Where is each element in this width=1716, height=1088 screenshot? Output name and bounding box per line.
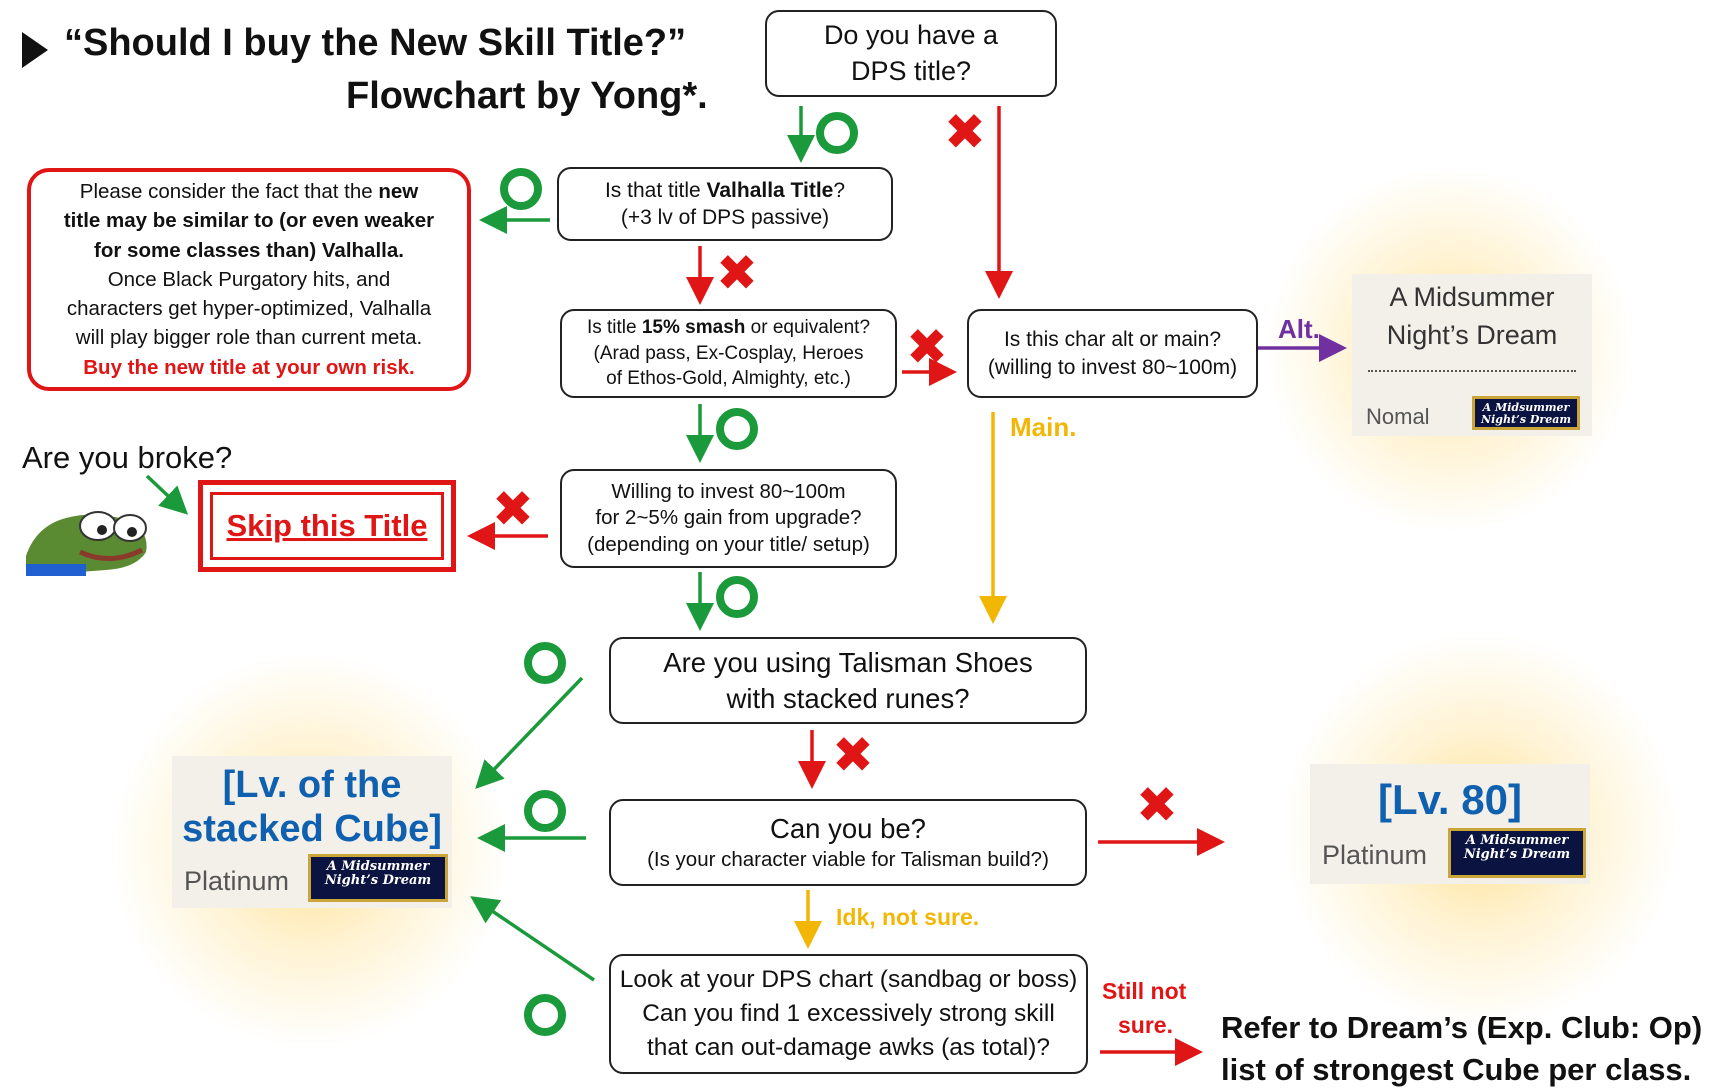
label-main: Main.: [1010, 412, 1077, 442]
node-valhalla-l1: Is that title Valhalla Title?: [605, 177, 845, 204]
tag-text2: Night’s Dream: [324, 872, 432, 888]
warning-l2: title may be similar to (or even weaker: [63, 209, 435, 233]
node-valhalla-l2: (+3 lv of DPS passive): [620, 206, 830, 229]
warning-l7: Buy the new title at your own risk.: [83, 355, 415, 379]
tag-text2: Night’s Dream: [1481, 412, 1571, 426]
warning-l1-pre: Please consider the fact that the: [79, 179, 379, 203]
warning-l1-bold: new: [378, 179, 419, 203]
node-dps-chart-l3: that can out-damage awks (as total)?: [646, 1033, 1051, 1061]
card-stacked-cube: [Lv. of the stacked Cube] Platinum A Mid…: [172, 756, 452, 908]
node-smash-l1: Is title 15% smash or equivalent?: [587, 315, 870, 341]
arrow-chart-yes: [470, 896, 595, 982]
yes-marker-7: [524, 994, 566, 1036]
node-alt-main-l2: (willing to invest 80~100m): [987, 355, 1238, 379]
node-invest-l2: for 2~5% gain from upgrade?: [595, 506, 862, 530]
yes-marker-3: [716, 408, 758, 450]
card-title-name2: Night’s Dream: [1386, 320, 1558, 350]
yes-marker-6: [524, 790, 566, 832]
label-idk: Idk, not sure.: [836, 904, 980, 930]
node-invest-l3: (depending on your title/ setup): [587, 532, 870, 556]
warning-l5: characters get hyper-optimized, Valhalla: [66, 297, 432, 321]
warning-l3: for some classes than) Valhalla.: [94, 238, 404, 262]
valhalla-bold: Valhalla Title: [706, 178, 834, 202]
no-marker-3: ✖: [906, 319, 948, 375]
tag-text1: A Midsummer: [1482, 401, 1570, 414]
yes-marker-1: [816, 112, 858, 154]
card-normal-title: A Midsummer Night’s Dream Nomal A Midsum…: [1352, 274, 1592, 436]
card-lv-line2: stacked Cube]: [182, 808, 442, 850]
label-alt: Alt.: [1278, 314, 1320, 344]
card-grade-platinum: Platinum: [1322, 840, 1428, 870]
node-can-you-be: Can you be? (Is your character viable fo…: [609, 799, 1087, 886]
are-you-broke-text: Are you broke?: [22, 440, 233, 475]
title-marker: [22, 32, 48, 68]
valhalla-post: ?: [833, 178, 846, 202]
node-dps-chart-l1: Look at your DPS chart (sandbag or boss): [619, 966, 1078, 994]
final-line1: Refer to Dream’s (Exp. Club: Op): [1221, 1010, 1703, 1045]
arrow-broke: [145, 474, 189, 515]
skip-title-inner: [210, 492, 444, 560]
node-invest: Willing to invest 80~100m for 2~5% gain …: [560, 469, 897, 568]
node-dps-chart-l2: Can you find 1 excessively strong skill: [642, 1000, 1055, 1028]
card-title-name1: A Midsummer: [1389, 282, 1555, 312]
smash-post: or equivalent?: [745, 317, 871, 339]
warning-l1: Please consider the fact that the new: [80, 177, 418, 206]
arrow-talisman-yes: [475, 676, 584, 790]
node-smash: Is title 15% smash or equivalent? (Arad …: [560, 309, 897, 398]
node-dps-chart: Look at your DPS chart (sandbag or boss)…: [609, 954, 1088, 1074]
node-dps-title-l2: DPS title?: [850, 55, 972, 86]
title-line1: “Should I buy the New Skill Title?”: [64, 22, 687, 64]
tag-text1: A Midsummer: [326, 859, 430, 874]
no-marker-2: ✖: [716, 245, 758, 301]
node-talisman-l2: with stacked runes?: [726, 682, 970, 714]
frog-icon: [26, 486, 150, 576]
card-grade-platinum: Platinum: [184, 866, 290, 896]
card-grade-nomal: Nomal: [1366, 404, 1430, 429]
node-can-you-be-l2: (Is your character viable for Talisman b…: [647, 848, 1049, 872]
node-dps-title-l1: Do you have a: [823, 20, 999, 51]
warning-box: Please consider the fact that the new ti…: [27, 168, 471, 391]
title-line2: Flowchart by Yong*.: [346, 75, 708, 117]
no-marker-6: ✖: [1136, 777, 1178, 833]
tag-text1: A Midsummer: [1465, 833, 1569, 848]
warning-l6: will play bigger role than current meta.: [75, 326, 423, 350]
smash-pre: Is title: [586, 317, 642, 339]
node-invest-l1: Willing to invest 80~100m: [611, 479, 846, 503]
no-marker-4: ✖: [492, 481, 534, 537]
card-divider: [1368, 370, 1576, 372]
final-line2: list of strongest Cube per class.: [1221, 1052, 1692, 1087]
tag-text2: Night’s Dream: [1463, 846, 1571, 862]
label-still-not: Still not: [1102, 978, 1187, 1004]
node-alt-main-l1: Is this char alt or main?: [1003, 328, 1222, 352]
node-can-you-be-l1: Can you be?: [770, 813, 926, 845]
yes-marker-4: [716, 576, 758, 618]
node-smash-l3: of Ethos-Gold, Almighty, etc.): [606, 368, 851, 390]
smash-bold: 15% smash: [641, 317, 746, 339]
warning-l4: Once Black Purgatory hits, and: [107, 267, 391, 291]
card-lv-line1: [Lv. of the: [222, 764, 402, 806]
yes-marker-5: [524, 642, 566, 684]
node-dps-title: Do you have a DPS title?: [765, 10, 1057, 97]
node-talisman: Are you using Talisman Shoes with stacke…: [609, 637, 1087, 724]
label-sure: sure.: [1118, 1012, 1173, 1038]
yes-marker-2: [500, 168, 542, 210]
card-lv80-text: [Lv. 80]: [1378, 776, 1522, 823]
node-alt-main: Is this char alt or main? (willing to in…: [967, 309, 1258, 398]
node-smash-l2: (Arad pass, Ex-Cosplay, Heroes: [593, 342, 864, 364]
node-talisman-l1: Are you using Talisman Shoes: [663, 646, 1033, 678]
valhalla-pre: Is that title: [604, 178, 707, 202]
node-valhalla: Is that title Valhalla Title? (+3 lv of …: [557, 167, 893, 241]
skip-title-box: Skip this Title: [198, 480, 456, 572]
no-marker-1: ✖: [944, 104, 986, 160]
skip-title-text: Skip this Title: [226, 508, 428, 543]
no-marker-5: ✖: [832, 727, 874, 783]
